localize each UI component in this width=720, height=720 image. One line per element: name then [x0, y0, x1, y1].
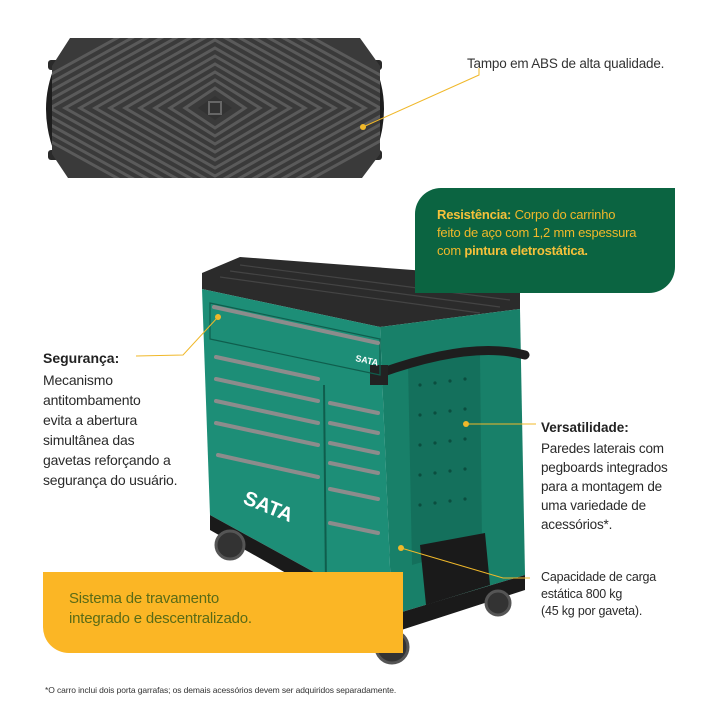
abs-top-mat-image: [46, 38, 384, 178]
safety-title: Segurança:: [43, 350, 120, 366]
footnote: *O carro inclui dois porta garrafas; os …: [45, 685, 397, 695]
locking-system-box: Sistema de travamento integrado e descen…: [43, 572, 403, 653]
tool-cart-image: SATA SATA: [202, 257, 530, 665]
resistance-feature-box: Resistência: Corpo do carrinho feito de …: [415, 188, 675, 293]
versatility-description: Paredes laterais com pegboards integrado…: [541, 441, 668, 532]
load-capacity-description: Capacidade de carga estática 800 kg (45 …: [541, 570, 657, 618]
tampo-label: Tampo em ABS de alta qualidade.: [467, 56, 665, 71]
versatility-title: Versatilidade:: [541, 420, 629, 435]
safety-description: Mecanismo antitombamento evita a abertur…: [43, 372, 178, 488]
resistance-title: Resistência:: [437, 207, 512, 222]
svg-text:SATA: SATA: [355, 353, 380, 368]
